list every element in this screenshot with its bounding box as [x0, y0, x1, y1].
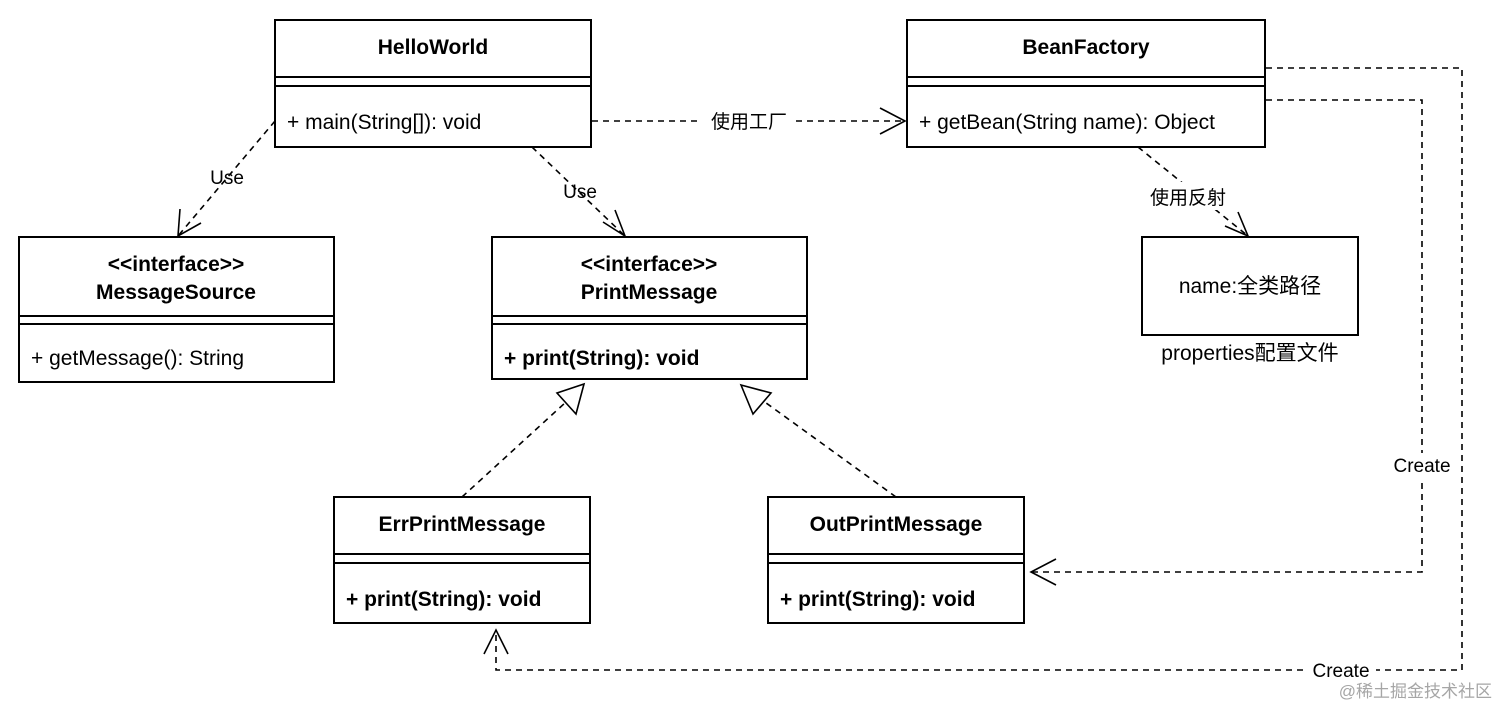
class-title: BeanFactory: [1022, 36, 1150, 59]
class-method: + print(String): void: [504, 347, 699, 370]
watermark-text: @稀土掘金技术社区: [1339, 682, 1492, 701]
class-out-print-message[interactable]: OutPrintMessage + print(String): void: [767, 496, 1025, 624]
edge-out-realizes-print: [739, 383, 897, 498]
interface-print-message[interactable]: <<interface>> PrintMessage + print(Strin…: [491, 236, 808, 380]
class-title: HelloWorld: [378, 36, 488, 59]
edge-create-err: [483, 67, 1463, 671]
edge-label-create-out: Create: [1393, 456, 1450, 477]
class-title: ErrPrintMessage: [379, 513, 546, 536]
edge-label-use-message-source: Use: [210, 168, 244, 189]
interface-stereotype: <<interface>>: [581, 253, 718, 276]
class-title: OutPrintMessage: [810, 513, 983, 536]
edge-label-use-factory: 使用工厂: [711, 111, 787, 133]
class-title: PrintMessage: [581, 281, 718, 304]
edge-label-use-print-message: Use: [563, 182, 597, 203]
class-bean-factory[interactable]: BeanFactory + getBean(String name): Obje…: [906, 19, 1266, 148]
class-title: MessageSource: [96, 281, 256, 304]
edge-err-realizes-print: [461, 382, 586, 498]
class-hello-world[interactable]: HelloWorld + main(String[]): void: [274, 19, 592, 148]
properties-caption: properties配置文件: [1161, 342, 1338, 365]
class-method: + print(String): void: [346, 588, 541, 611]
edge-create-out: [1029, 99, 1423, 586]
class-method: + main(String[]): void: [287, 111, 481, 134]
class-err-print-message[interactable]: ErrPrintMessage + print(String): void: [333, 496, 591, 624]
edge-label-use-reflection: 使用反射: [1150, 187, 1226, 209]
edge-use-factory: [592, 107, 907, 135]
class-method: + getBean(String name): Object: [919, 111, 1215, 134]
class-method: + print(String): void: [780, 588, 975, 611]
properties-file[interactable]: name:全类路径: [1141, 236, 1359, 336]
class-method: + getMessage(): String: [31, 347, 244, 370]
edge-label-create-err: Create: [1312, 661, 1369, 682]
properties-content: name:全类路径: [1179, 275, 1321, 298]
interface-message-source[interactable]: <<interface>> MessageSource + getMessage…: [18, 236, 335, 383]
interface-stereotype: <<interface>>: [108, 253, 245, 276]
